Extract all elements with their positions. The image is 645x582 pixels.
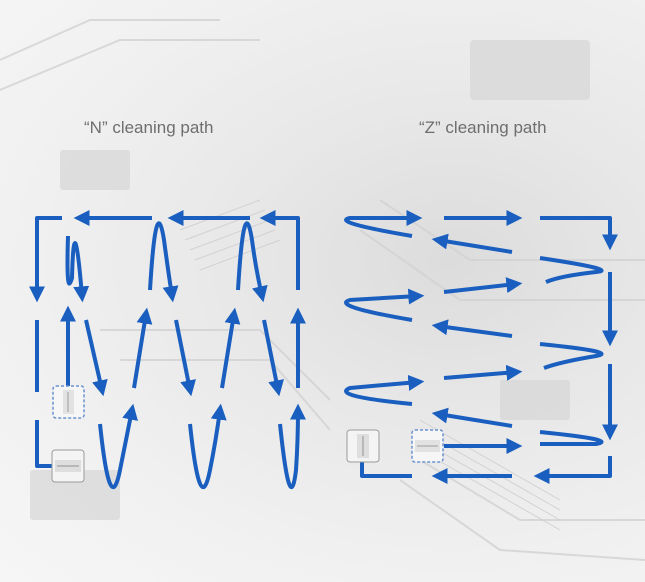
n-top-loop [148,221,179,303]
z-arrow [431,319,513,338]
n-path-title: “N” cleaning path [84,118,214,137]
z-arrow [540,216,618,251]
n-bottom-loop [188,403,227,490]
n-bottom-left-start [35,420,52,468]
n-top-loop [236,221,268,303]
n-mid-arrow [262,319,284,397]
z-arrow [443,364,523,381]
n-top-left-corner-arrow [29,216,62,303]
z-zigzag [344,210,423,238]
n-mid-arrow [220,307,241,389]
z-robot [346,429,380,463]
z-arrow [431,233,513,254]
n-mid-arrow [174,319,196,397]
z-zigzag [539,342,604,370]
n-bottom-loop [278,403,306,490]
n-top-loop [65,235,90,303]
z-bottom-return [360,462,412,478]
z-zigzag [344,288,425,322]
z-cleaning-path [344,210,618,484]
z-path-title: “Z” cleaning path [419,118,547,137]
z-zigzag [539,256,604,284]
z-zigzag [344,374,425,406]
n-top-edge-arrow [259,210,300,290]
n-robot [51,449,85,483]
z-arrow [431,407,513,428]
z-zigzag [539,430,604,446]
n-cleaning-path [29,210,306,490]
z-bottom-arrow [533,456,612,484]
z-robot-ghost [411,429,444,463]
n-bottom-loop [98,403,138,490]
n-mid-arrow [132,307,153,389]
n-robot-ghost [52,385,85,419]
z-arrow [443,277,523,294]
n-mid-arrow [84,319,108,397]
